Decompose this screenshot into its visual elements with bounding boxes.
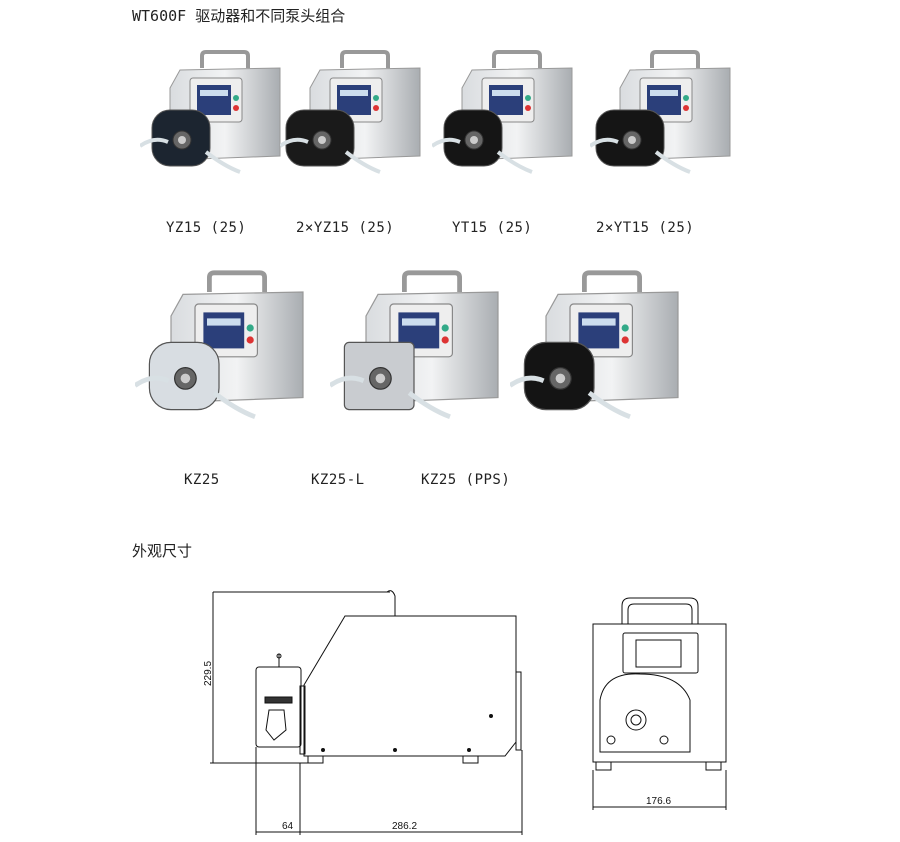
label-yz15: YZ15 (25) (166, 220, 247, 236)
dim-head-depth: 64 (282, 821, 294, 832)
side-view-drawing (210, 590, 523, 835)
pump-image-kz25 (133, 268, 327, 452)
pump-image-2x-yz15 (278, 48, 440, 202)
label-2x-yt15: 2×YT15 (25) (596, 220, 695, 236)
pump-image-kz25-pps (508, 268, 702, 452)
dim-body-length: 286.2 (392, 821, 418, 832)
label-kz25: KZ25 (184, 472, 220, 488)
label-yt15: YT15 (25) (452, 220, 533, 236)
section-title-combinations: WT600F 驱动器和不同泵头组合 (132, 7, 346, 25)
pump-image-kz25-l (328, 268, 522, 452)
pump-image-yt15 (430, 48, 592, 202)
pump-image-2x-yt15 (588, 48, 750, 202)
pump-image-yz15 (138, 48, 300, 202)
label-2x-yz15: 2×YZ15 (25) (296, 220, 395, 236)
section-title-dimensions: 外观尺寸 (132, 542, 193, 560)
label-kz25-pps: KZ25 (PPS) (421, 472, 511, 488)
dim-height: 229.5 (203, 660, 215, 687)
front-view-drawing (592, 597, 727, 810)
label-kz25-l: KZ25-L (311, 472, 365, 488)
dim-width: 176.6 (646, 796, 672, 807)
